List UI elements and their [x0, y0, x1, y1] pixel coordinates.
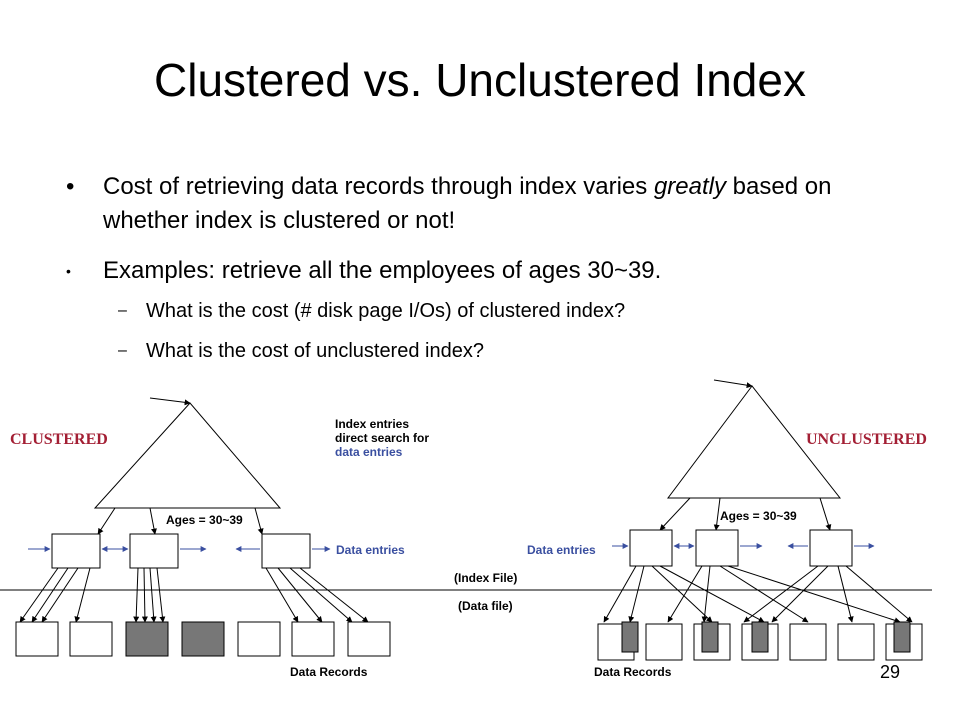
record-pointer-arrow — [743, 565, 819, 623]
tree-arrow — [149, 507, 157, 535]
record-pointer-arrow — [771, 565, 829, 623]
index-note-line3: data entries — [335, 445, 403, 459]
record-pointer-arrow — [628, 565, 645, 623]
page-number: 29 — [880, 662, 901, 682]
record-pointer-arrow — [19, 567, 59, 623]
index-file-label: (Index File) — [454, 571, 517, 585]
record-pointer-arrow — [74, 567, 91, 623]
record-pointer-arrow — [299, 567, 369, 623]
index-note-line2: direct search for — [335, 431, 429, 445]
data-entry-page — [51, 533, 101, 569]
unclustered-entry-pointer — [713, 379, 753, 389]
matching-record-shaded — [701, 621, 719, 653]
data-entry-page — [261, 533, 311, 569]
sub-bullet-marker: – — [118, 302, 127, 319]
ages-label-left: Ages = 30~39 — [166, 513, 243, 527]
bullet-cost-text-start: Cost of retrieving data records through … — [103, 173, 654, 200]
index-note-line1: Index entries — [335, 417, 409, 431]
sub-bullet-clustered-cost: What is the cost (# disk page I/Os) of c… — [146, 300, 626, 322]
record-pointer-arrow — [727, 565, 901, 624]
record-pointer-arrow — [133, 567, 140, 623]
record-pointer-arrow — [149, 567, 157, 623]
clustered-label: CLUSTERED — [10, 431, 108, 448]
record-pointer-arrow — [603, 565, 637, 623]
clustered-index-triangle — [93, 402, 282, 509]
tree-arrow — [819, 497, 832, 531]
sub-bullet-unclustered-cost: What is the cost of unclustered index? — [146, 340, 484, 362]
bullet-cost: Cost of retrieving data records through … — [103, 170, 863, 238]
data-record-page — [291, 621, 335, 657]
tree-arrow — [254, 507, 264, 535]
record-pointer-arrow — [265, 567, 299, 623]
data-record-page — [645, 623, 683, 661]
data-records-label-left: Data Records — [290, 665, 368, 679]
tree-arrow — [97, 507, 116, 535]
sub-bullet-marker: – — [118, 342, 127, 359]
record-pointer-arrow — [845, 565, 913, 623]
index-diagram: CLUSTERED Ages = 30~39 Data entries Data… — [0, 379, 932, 679]
data-record-page-shaded — [181, 621, 225, 657]
bullet-list: • Cost of retrieving data records throug… — [66, 170, 863, 362]
record-pointer-arrow — [141, 567, 148, 623]
record-pointer-arrow — [651, 565, 713, 623]
bullet-examples: Examples: retrieve all the employees of … — [103, 257, 662, 284]
data-record-page — [347, 621, 391, 657]
record-pointer-arrow — [156, 567, 166, 623]
unclustered-label: UNCLUSTERED — [806, 431, 927, 448]
bullet-cost-emphasis: greatly — [653, 173, 726, 200]
unclustered-index-triangle — [667, 385, 842, 499]
data-entry-page — [809, 529, 853, 567]
tree-arrow — [713, 497, 721, 531]
record-pointer-arrow — [41, 567, 79, 623]
record-pointer-arrow — [277, 567, 323, 623]
bullet-marker: • — [66, 263, 71, 279]
matching-record-shaded — [751, 621, 769, 653]
clustered-tree — [15, 397, 391, 657]
data-entry-page — [629, 529, 673, 567]
bullet-cost-text-end: based on whether index is clustered or n… — [103, 173, 832, 234]
data-record-page — [15, 621, 59, 657]
tree-arrow — [659, 497, 691, 531]
data-record-page — [789, 623, 827, 661]
ages-label-right: Ages = 30~39 — [720, 509, 797, 523]
record-pointer-arrow — [667, 565, 703, 623]
record-pointer-arrow — [289, 567, 353, 623]
unclustered-tree — [597, 379, 923, 661]
data-record-page — [837, 623, 875, 661]
matching-record-shaded — [621, 621, 639, 653]
slide-title: Clustered vs. Unclustered Index — [154, 54, 806, 106]
record-pointer-arrow — [719, 565, 809, 623]
data-entry-page — [129, 533, 179, 569]
bullet-marker: • — [66, 173, 75, 200]
data-record-page — [237, 621, 281, 657]
data-record-page — [69, 621, 113, 657]
data-records-label-right: Data Records — [594, 665, 672, 679]
data-entry-page — [695, 529, 739, 567]
clustered-entry-pointer — [149, 397, 191, 406]
matching-record-shaded — [893, 621, 911, 653]
record-pointer-arrow — [837, 565, 854, 623]
data-entries-label-right: Data entries — [527, 543, 596, 557]
record-pointer-arrow — [659, 565, 765, 623]
data-file-label: (Data file) — [458, 599, 513, 613]
record-pointer-arrow — [701, 565, 711, 623]
data-record-page-shaded — [125, 621, 169, 657]
data-entries-label-left: Data entries — [336, 543, 405, 557]
record-pointer-arrow — [31, 567, 69, 623]
